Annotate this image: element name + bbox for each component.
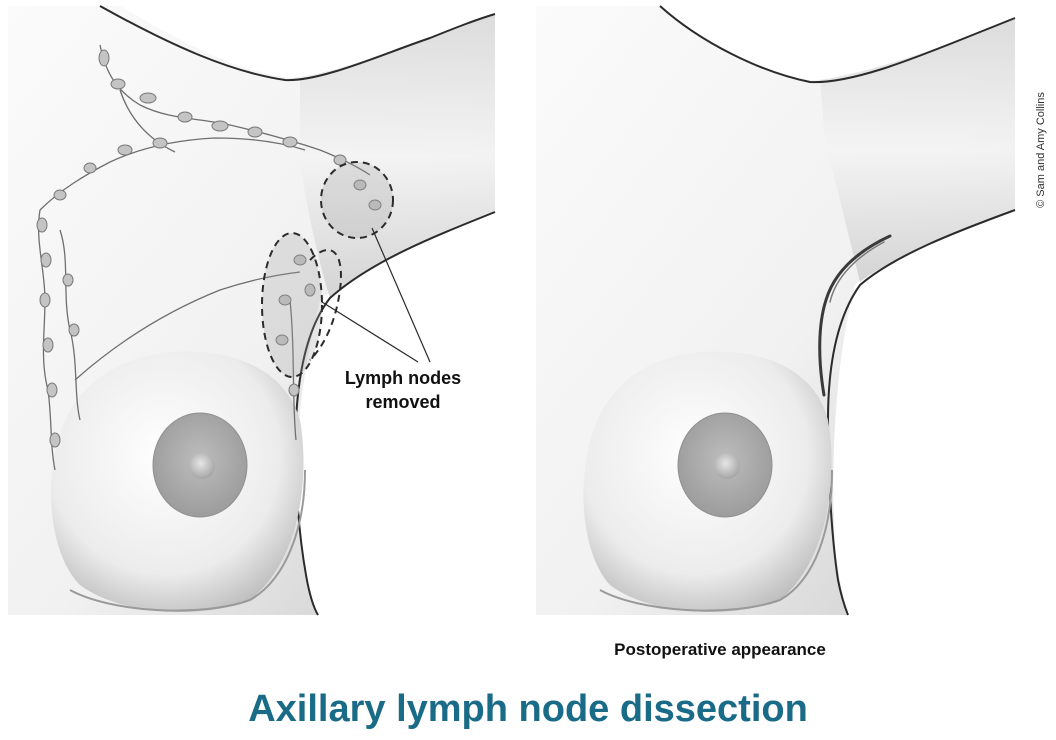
callout-line-2: removed — [318, 390, 488, 414]
right-nipple — [714, 453, 740, 479]
page-title: Axillary lymph node dissection — [0, 688, 1056, 731]
right-panel-torso — [536, 6, 1015, 615]
left-nipple — [189, 453, 215, 479]
copyright-credit: © Sam and Amy Collins — [1035, 92, 1047, 208]
callout-line-1: Lymph nodes — [318, 366, 488, 390]
postoperative-caption: Postoperative appearance — [520, 640, 920, 660]
lymph-nodes-removed-callout: Lymph nodes removed — [318, 366, 488, 414]
left-panel-torso — [8, 6, 495, 615]
